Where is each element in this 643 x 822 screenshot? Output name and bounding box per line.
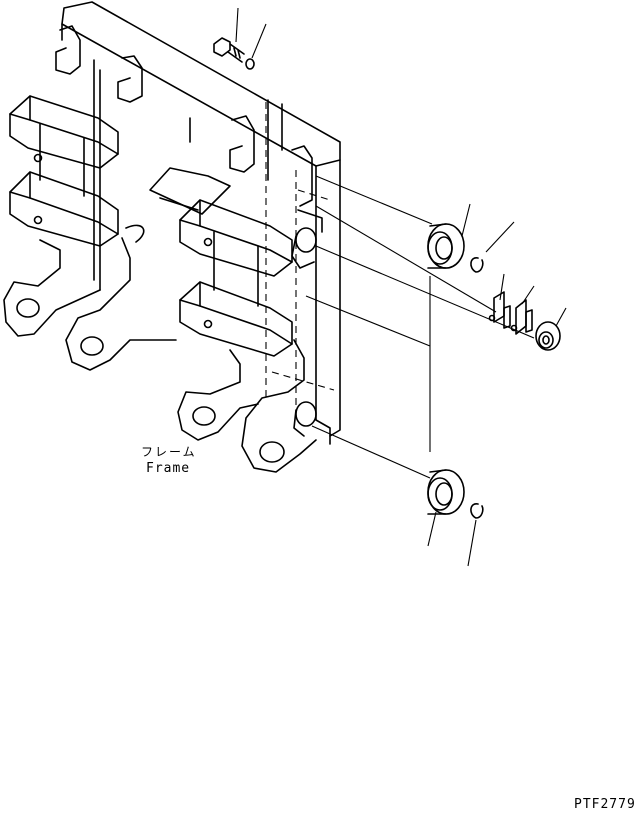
- frame-label-japanese: フレーム: [141, 445, 197, 459]
- bolt-and-washer: [213, 7, 267, 70]
- drawing-code: PTF2779: [574, 797, 636, 812]
- brackets-right: [179, 199, 293, 357]
- left-legs: [3, 224, 177, 371]
- frame-plate: [61, 1, 341, 445]
- shim-plates: [488, 273, 567, 351]
- top-clips: [55, 25, 313, 207]
- brackets-left: [9, 95, 119, 247]
- right-legs: [177, 339, 317, 473]
- lower-bearing: [427, 469, 484, 567]
- projection-lines: [305, 175, 535, 479]
- upper-bearing: [427, 203, 515, 273]
- hidden-lines: [265, 102, 335, 420]
- frame-pins: [291, 209, 323, 437]
- frame-label-english: Frame: [146, 461, 191, 476]
